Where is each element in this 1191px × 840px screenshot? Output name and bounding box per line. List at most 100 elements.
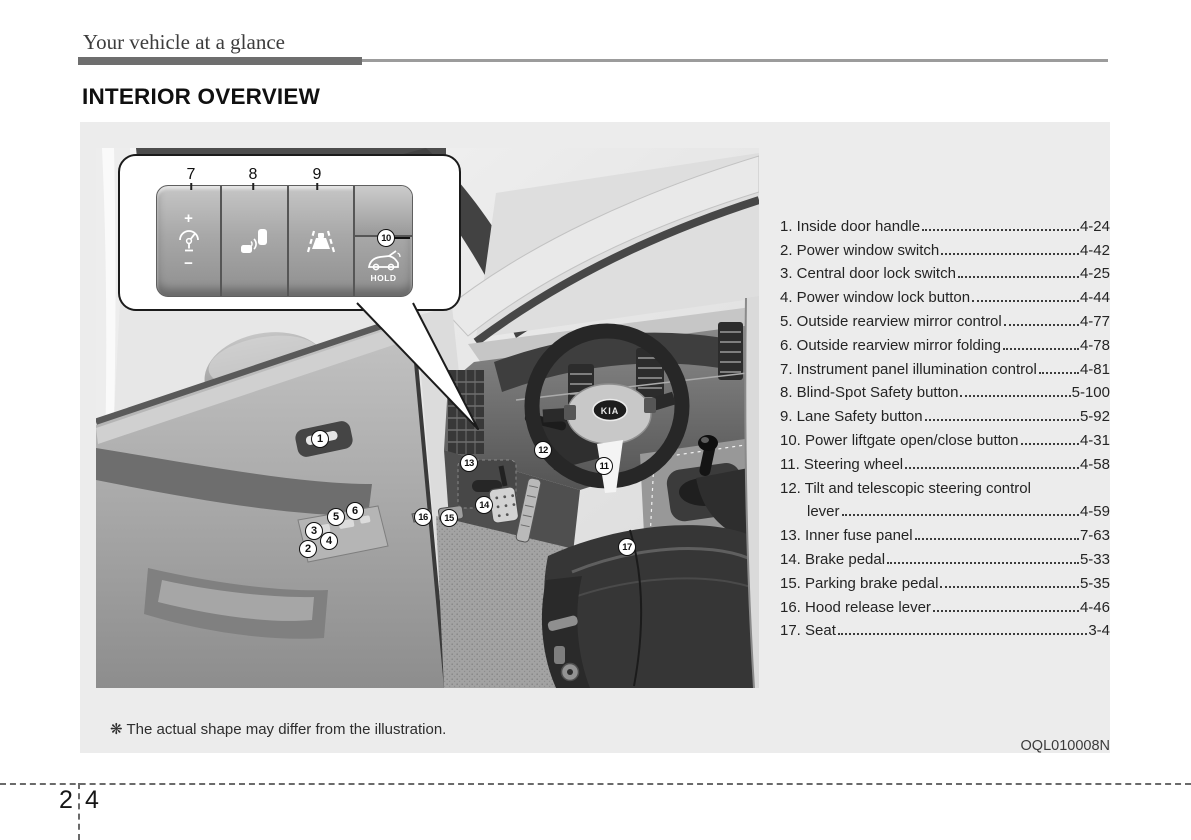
marker-4: 4 bbox=[320, 532, 338, 550]
legend-item-text: 15. Parking brake pedal bbox=[780, 574, 939, 592]
legend-item-text: 8. Blind-Spot Safety button bbox=[780, 384, 959, 402]
legend-item: lever 4-59 bbox=[780, 497, 1110, 521]
marker-6: 6 bbox=[346, 502, 364, 520]
legend-item-text: 9. Lane Safety button bbox=[780, 408, 923, 426]
dot-leader bbox=[957, 276, 1079, 279]
interior-illustration: KIA bbox=[96, 148, 759, 688]
door-armrest bbox=[96, 448, 372, 516]
dot-leader bbox=[1003, 323, 1079, 326]
legend-item-page: 5-100 bbox=[1071, 384, 1110, 402]
page-title: INTERIOR OVERVIEW bbox=[82, 84, 321, 109]
callout-label-8: 8 bbox=[248, 166, 258, 183]
callout-tail bbox=[356, 302, 479, 430]
callout-label-7: 7 bbox=[186, 166, 196, 183]
dot-leader bbox=[972, 300, 1079, 303]
dot-leader bbox=[922, 228, 1079, 231]
liftgate-icon bbox=[367, 250, 401, 271]
legend-item-page: 4-31 bbox=[1079, 431, 1110, 449]
legend-item-text: 13. Inner fuse panel bbox=[780, 527, 913, 545]
switch-panel: + − bbox=[156, 185, 413, 297]
dot-leader bbox=[841, 514, 1079, 517]
accelerator-pedal bbox=[515, 477, 542, 543]
legend-item-page: 4-78 bbox=[1079, 336, 1110, 354]
legend-item-page: 4-24 bbox=[1079, 217, 1110, 235]
image-code: OQL010008N bbox=[1020, 738, 1110, 754]
dot-leader bbox=[887, 561, 1079, 564]
crop-mark-horizontal bbox=[0, 783, 1191, 785]
driver-seat bbox=[541, 466, 759, 688]
dot-leader bbox=[960, 395, 1071, 398]
legend-item-text: 16. Hood release lever bbox=[780, 598, 931, 616]
legend-item-text: 11. Steering wheel bbox=[780, 455, 904, 473]
dot-leader bbox=[932, 609, 1079, 612]
marker-2: 2 bbox=[299, 540, 317, 558]
dot-leader bbox=[1002, 347, 1079, 350]
legend-item-text: lever bbox=[807, 503, 840, 521]
legend-item-page: 4-77 bbox=[1079, 312, 1110, 330]
header-rule-thick bbox=[78, 57, 362, 65]
door-map-pocket bbox=[144, 568, 328, 639]
page-number: 4 bbox=[85, 786, 99, 814]
legend-item-page: 3-4 bbox=[1088, 622, 1110, 640]
legend-item-text: 17. Seat bbox=[780, 622, 836, 640]
dot-leader bbox=[1020, 442, 1079, 445]
callout-tick-7 bbox=[190, 183, 192, 190]
legend-item-page: 4-44 bbox=[1079, 289, 1110, 307]
header-rule-thin bbox=[362, 59, 1108, 62]
legend-item-page: 4-59 bbox=[1079, 503, 1110, 521]
power-liftgate-button: HOLD bbox=[353, 186, 412, 296]
hold-label: HOLD bbox=[370, 273, 397, 283]
gear-lever bbox=[699, 442, 716, 476]
legend-item: 7. Instrument panel illumination control… bbox=[780, 354, 1110, 378]
legend-item: 17. Seat 3-4 bbox=[780, 616, 1110, 640]
callout-label-9: 9 bbox=[312, 166, 322, 183]
illumination-control-button: + − bbox=[157, 186, 220, 296]
a-pillar bbox=[443, 155, 759, 337]
marker-1: 1 bbox=[311, 430, 329, 448]
legend: 1. Inside door handle 4-24 2. Power windo… bbox=[780, 211, 1110, 640]
dot-leader bbox=[924, 419, 1079, 422]
legend-item-page: 4-81 bbox=[1079, 360, 1110, 378]
marker-5: 5 bbox=[327, 508, 345, 526]
callout-tick-8 bbox=[252, 183, 254, 190]
legend-item-text: 2. Power window switch bbox=[780, 241, 940, 259]
marker-12: 12 bbox=[534, 441, 552, 459]
marker-11: 11 bbox=[595, 457, 613, 475]
callout-tick-9 bbox=[316, 183, 318, 190]
legend-item-page: 7-63 bbox=[1079, 527, 1110, 545]
legend-item: 16. Hood release lever 4-46 bbox=[780, 592, 1110, 616]
dot-leader bbox=[837, 633, 1088, 636]
door-seal bbox=[473, 196, 759, 346]
marker-14: 14 bbox=[475, 496, 493, 514]
minus-label: − bbox=[184, 255, 193, 272]
brake-pedal bbox=[488, 486, 520, 524]
marker-16: 16 bbox=[414, 508, 432, 526]
dot-leader bbox=[940, 585, 1079, 588]
blind-spot-icon bbox=[240, 229, 267, 253]
seat-side-bolster bbox=[541, 576, 590, 688]
crop-mark-vertical bbox=[78, 783, 80, 840]
legend-item-text: 6. Outside rearview mirror folding bbox=[780, 336, 1001, 354]
legend-item: 13. Inner fuse panel 7-63 bbox=[780, 520, 1110, 544]
dot-leader bbox=[941, 252, 1079, 255]
marker-17: 17 bbox=[618, 538, 636, 556]
brake-pedal-arm bbox=[498, 465, 508, 487]
dimmer-dial-icon bbox=[178, 230, 199, 252]
legend-item-text: 1. Inside door handle bbox=[780, 217, 921, 235]
marker-13: 13 bbox=[460, 454, 478, 472]
kia-badge bbox=[592, 398, 628, 422]
dot-leader bbox=[1038, 371, 1079, 374]
legend-item-page: 4-46 bbox=[1079, 598, 1110, 616]
legend-item-text: 12. Tilt and telescopic steering control bbox=[780, 479, 1031, 497]
legend-item-page: 5-33 bbox=[1079, 550, 1110, 568]
dot-leader bbox=[905, 466, 1079, 469]
door-beltline bbox=[96, 312, 414, 426]
legend-item-text: 4. Power window lock button bbox=[780, 289, 971, 307]
